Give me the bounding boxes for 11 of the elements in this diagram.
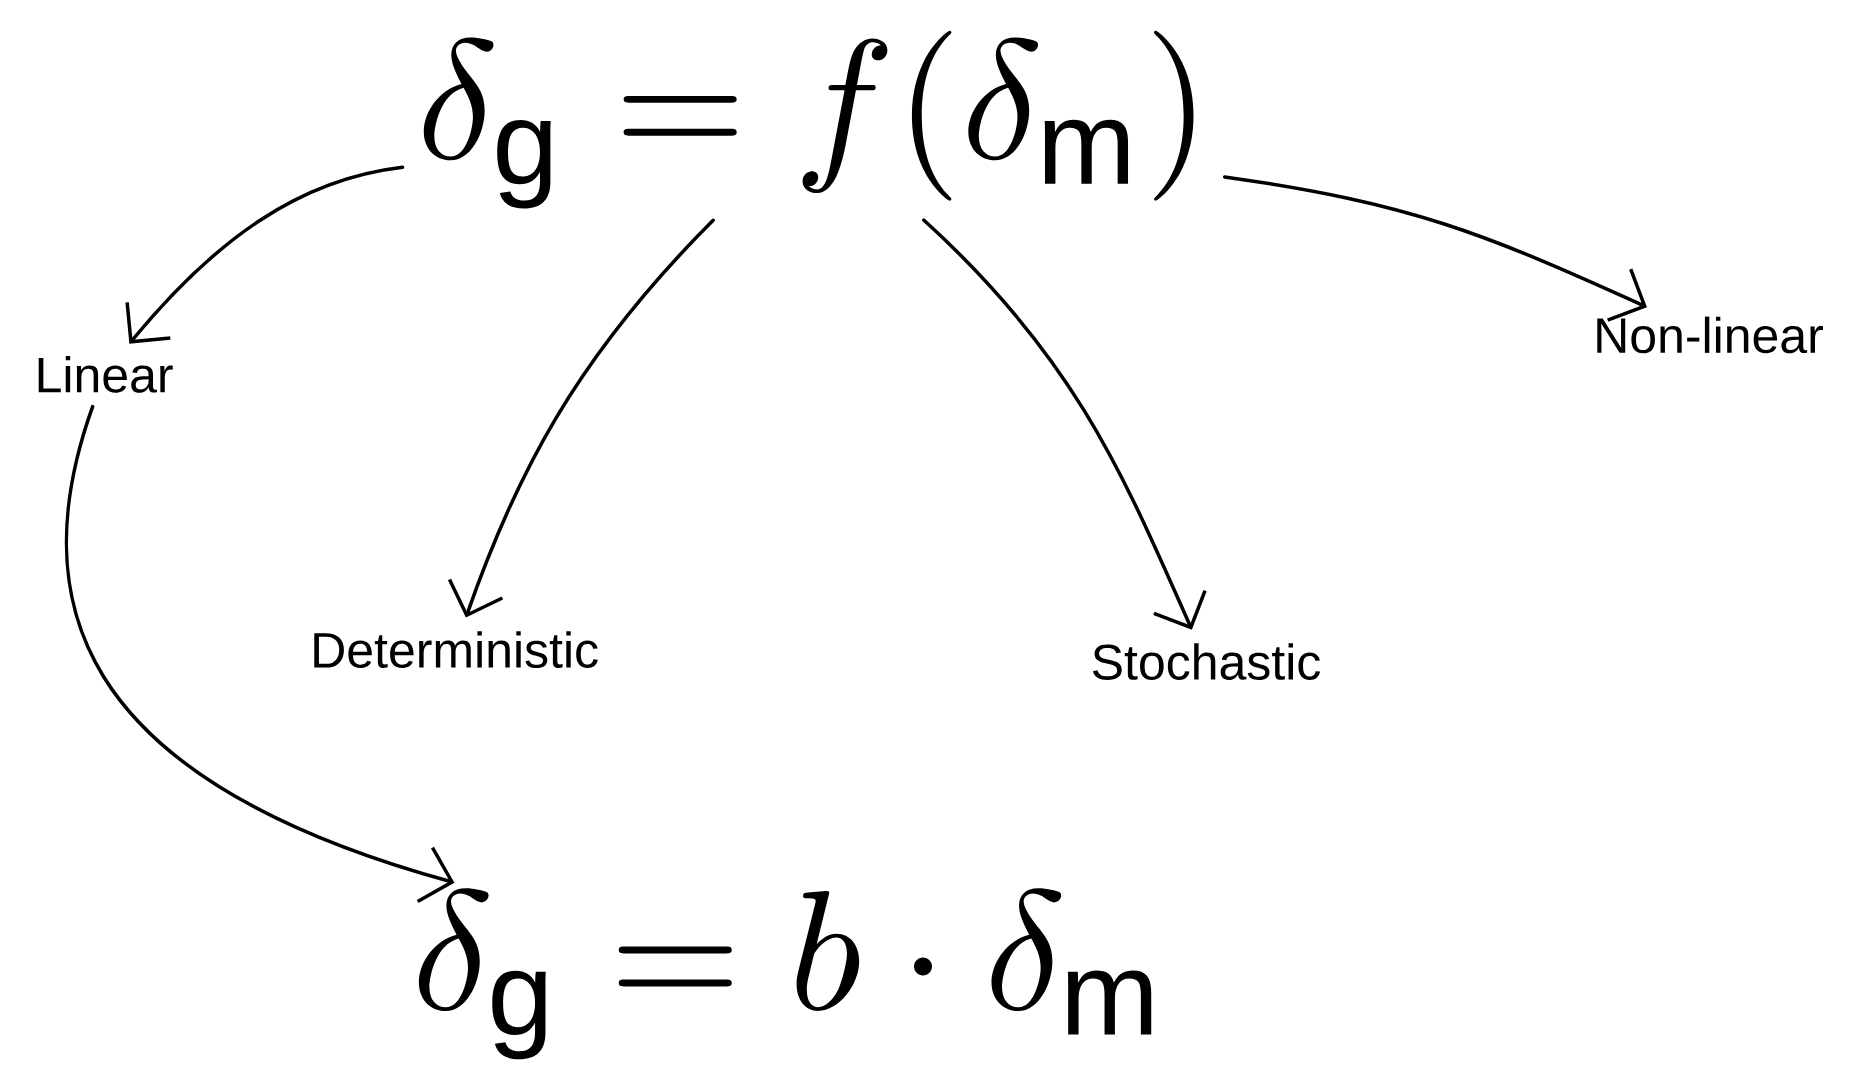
formula: $\delta_{\mathrm{g}} = f(\delta_{\mathrm{m}})$ [423, 31, 1194, 209]
label-text: Linear [38, 356, 173, 394]
arrow [447, 218, 715, 618]
arrow [1222, 175, 1647, 322]
arrow [125, 165, 405, 344]
arrow [922, 218, 1207, 630]
label-text: Stochastic [1092, 643, 1320, 681]
formula: $\delta_{\mathrm{g}} = b \cdot \delta_{\mathrm{m}}$ [418, 888, 1152, 1060]
arrow [64, 405, 455, 904]
label-text: Deterministic [314, 631, 598, 669]
label-text: Non-linear [1597, 316, 1823, 354]
